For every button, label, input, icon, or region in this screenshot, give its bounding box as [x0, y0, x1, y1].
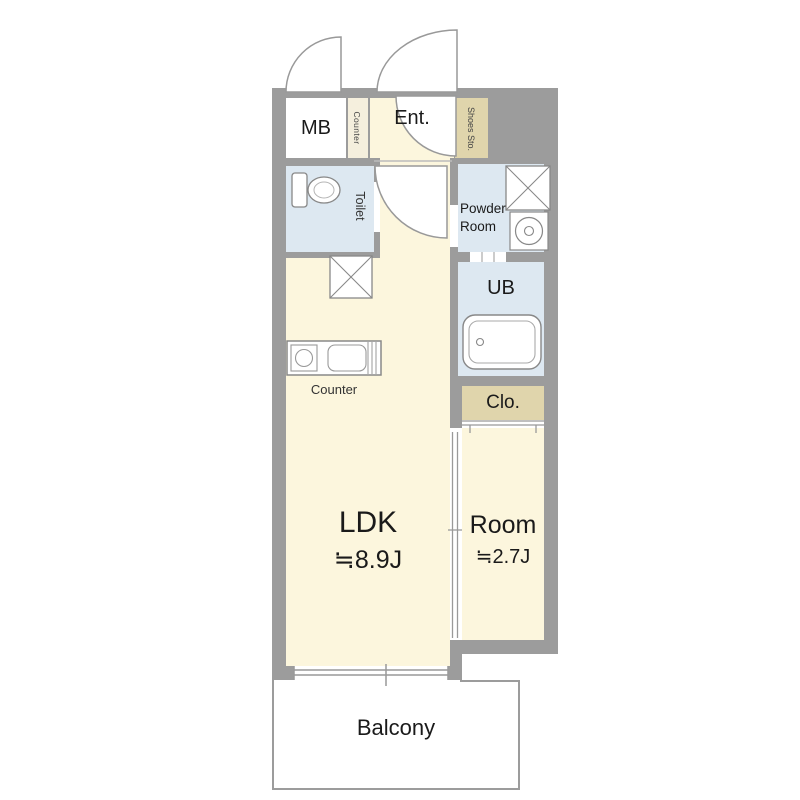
wall [450, 262, 458, 376]
wall [272, 88, 558, 98]
powder-room-label-line2: Room [460, 219, 497, 234]
entrance-label: Ent. [370, 104, 454, 132]
toilet-label-text: Toilet [353, 191, 367, 221]
wall [272, 666, 294, 680]
wall [488, 88, 558, 162]
bedroom-label-text: Room [469, 511, 537, 539]
wall [374, 232, 380, 258]
counter-box-label: Counter [345, 98, 369, 158]
kitchen-counter-label: Counter [286, 380, 382, 398]
ub-label-text: UB [487, 276, 515, 299]
room-counter-box [346, 98, 370, 158]
shoes-storage-label-text: Shoes Sto. [466, 106, 476, 152]
room-mb [286, 98, 346, 158]
balcony-label-text: Balcony [356, 715, 436, 740]
wall [272, 158, 380, 166]
toilet-label: Toilet [350, 176, 370, 236]
wall [272, 252, 380, 258]
mb-label: MB [286, 98, 346, 158]
wall [374, 164, 380, 182]
room-bedroom [462, 428, 544, 640]
toilet-door-gap [374, 182, 380, 232]
room-shoes-storage [454, 98, 488, 160]
powder-room-label: Powder Room [460, 198, 506, 238]
balcony-label: Balcony [272, 714, 520, 742]
mb-door-arc-icon [285, 36, 342, 93]
powder-room-label-line1: Powder [460, 200, 506, 216]
counter-box-label-text: Counter [352, 111, 362, 145]
wall [452, 158, 544, 164]
ldk-label: LDK ≒8.9J [286, 498, 450, 582]
wall [450, 386, 462, 428]
powder-door-gap [450, 205, 458, 247]
bedroom-label: Room ≒2.7J [458, 500, 548, 580]
wall [450, 376, 544, 386]
wall [450, 158, 458, 205]
entrance-door-arc-icon [376, 29, 458, 93]
wall [450, 640, 558, 654]
balcony-window-gap [294, 666, 448, 680]
kitchen-counter-label-text: Counter [310, 381, 358, 397]
wall [448, 666, 462, 680]
wall [272, 88, 286, 680]
entrance-label-text: Ent. [394, 106, 430, 129]
ldk-size-text: ≒8.9J [333, 545, 403, 574]
ldk-label-text: LDK [338, 505, 398, 539]
shoes-storage-label: Shoes Sto. [461, 99, 481, 159]
room-closet [462, 386, 544, 420]
bedroom-size-text: ≒2.7J [475, 546, 531, 568]
mb-label-text: MB [301, 116, 331, 139]
ub-label: UB [458, 274, 544, 302]
balcony [272, 680, 520, 790]
closet-label: Clo. [462, 386, 544, 420]
ub-door-gap [470, 252, 506, 262]
closet-label-text: Clo. [486, 392, 520, 413]
